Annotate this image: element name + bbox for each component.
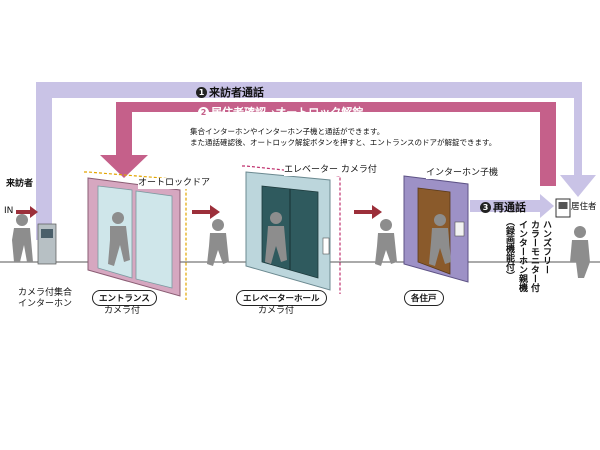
in-arrow (16, 206, 38, 218)
step2-label: 居住者確認→オートロック解錠 (211, 106, 364, 119)
monitor-label-4: （録画機能付） (504, 217, 514, 280)
resident-figure (570, 226, 590, 278)
monitor-label-1: ハンズフリー (541, 220, 551, 274)
elevator-top-label: エレベーター カメラ付 (284, 165, 377, 176)
visitor-label: 来訪者 (6, 179, 34, 189)
elevator (242, 165, 341, 294)
flow-arrow-2 (354, 205, 382, 219)
entrance-door (84, 171, 187, 300)
walking-person-2 (375, 219, 397, 266)
elevator-hall-pill: エレベーターホール (236, 290, 327, 306)
step1-title: 1 来訪者通話 (196, 84, 264, 100)
step3-label: 再通話 (493, 201, 526, 214)
step3-badge: 3 (480, 201, 491, 213)
step1-band (36, 82, 596, 240)
step3-title: 3 再通話 (480, 199, 526, 215)
resident-label: 居住者 (571, 202, 597, 212)
elevator-camera-label: カメラ付 (258, 306, 295, 316)
step2-badge: 2 (198, 106, 209, 118)
monitor-label-2: カラーモニター付 (529, 220, 539, 292)
step1-badge: 1 (196, 86, 207, 98)
step2-title: 2 居住者確認→オートロック解錠 (198, 104, 363, 120)
visitor-figure (12, 214, 33, 262)
monitor-label-3: インターホン親機 (517, 220, 527, 292)
entrance-camera-label: カメラ付 (104, 306, 141, 316)
intercom-kiosk (37, 223, 57, 265)
flow-arrow-1 (192, 205, 220, 219)
description-line-2: また通話確認後、オートロック解錠ボタンを押すと、エントランスのドアが解錠できます… (190, 138, 497, 147)
entrance-person (108, 212, 130, 266)
residence-pill: 各住戸 (404, 290, 444, 306)
in-label: IN (4, 206, 14, 216)
intercom-panel-label: カメラ付集合 インターホン (17, 288, 72, 309)
step3-arrow (470, 194, 554, 218)
handset-label: インターホン子機 (426, 168, 499, 179)
entrance-pill: エントランス (92, 290, 157, 306)
description-line-1: 集合インターホンやインターホン子機と通話ができます。 (190, 127, 385, 136)
walking-person-1 (207, 219, 229, 266)
autolock-door-label: オートロックドア (138, 178, 211, 189)
step2-band (100, 102, 556, 186)
step1-label: 来訪者通話 (209, 86, 264, 99)
monitor-unit (555, 198, 571, 218)
elevator-person (265, 212, 287, 264)
residence-person (429, 214, 451, 266)
